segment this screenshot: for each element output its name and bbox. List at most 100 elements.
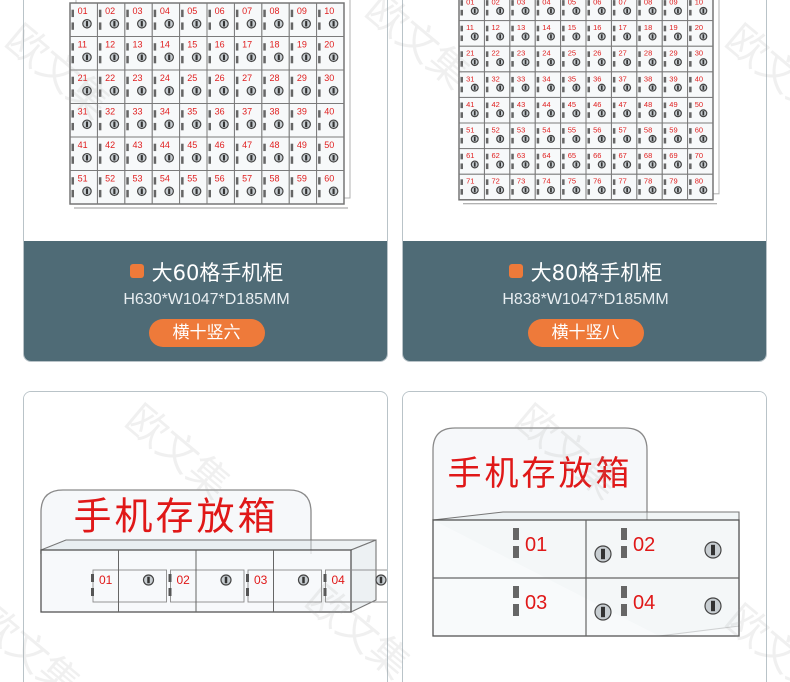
hinge-icon [126,177,129,185]
cell-number: 06 [593,0,601,7]
hinge-icon [208,143,211,152]
cell-number: 01 [466,0,474,7]
cell-number: 29 [297,73,307,83]
hinge-icon [126,156,129,164]
hinge-icon [318,22,321,30]
cell-number: 41 [78,140,88,150]
hinge-icon [536,179,540,185]
cell-number: 10 [324,6,334,16]
cell-number: 48 [269,140,279,150]
hinge-icon [663,9,667,16]
lock-keyhole-icon [473,187,476,193]
cell-number: 32 [492,74,500,83]
cell-number: 78 [644,177,652,186]
hinge-icon [208,110,211,118]
lock-keyhole-icon [550,59,552,65]
hinge-icon [536,61,540,67]
hinge-icon [208,55,211,64]
cell-number: 28 [644,49,652,58]
lock-keyhole-icon [113,21,116,27]
hinge-icon [612,189,616,195]
hinge-icon [460,25,463,32]
compartment-door [325,569,387,603]
hinge-icon [612,102,616,109]
lock-keyhole-icon [550,85,552,90]
hinge-icon [235,55,239,64]
lock-keyhole-icon [651,187,654,193]
hinge-icon [71,55,74,64]
hinge-icon [536,35,540,42]
hinge-icon [621,604,627,616]
lock-keyhole-icon [677,34,679,39]
lock-keyhole-icon [332,121,335,127]
cell-number: 08 [269,6,279,16]
hinge-icon [98,9,102,18]
lock-keyhole-icon [651,59,654,65]
lock-keyhole-icon [250,88,253,94]
compartment-number: 04 [633,592,655,614]
hinge-icon [689,61,692,67]
cell-number: 73 [517,177,525,186]
hinge-icon [98,22,102,30]
hinge-icon [689,128,692,134]
lock-keyhole-icon [600,187,603,193]
hinge-icon [318,189,321,198]
hinge-icon [263,43,266,51]
hinge-icon [587,163,590,170]
hinge-icon [460,153,463,160]
hinge-icon [290,9,294,18]
hinge-icon [235,143,239,152]
lock-keyhole-icon [600,136,603,142]
hinge-icon [612,25,616,32]
hinge-icon [511,86,514,93]
lock-keyhole-icon [499,187,501,193]
hinge-icon [612,137,616,144]
lock-keyhole-icon [524,59,527,65]
lock-keyhole-icon [379,576,383,584]
hinge-icon [511,128,514,134]
product-title: 大80格手机柜 [530,261,663,285]
lock-keyhole-icon [524,34,527,39]
lock-keyhole-icon [600,34,603,39]
hinge-icon [689,137,692,144]
lock-keyhole-icon [222,54,226,60]
cell-number: 56 [593,126,601,135]
hinge-icon [235,76,239,85]
lock-keyhole-icon [711,544,715,556]
hinge-icon [153,156,157,164]
lock-keyhole-icon [677,111,679,116]
lock-keyhole-icon [702,136,705,142]
cell-number: 47 [619,100,627,109]
cell-number: 70 [695,151,703,160]
hinge-icon [323,588,327,596]
cell-number: 39 [669,74,677,83]
cell-number: 46 [593,100,601,109]
lock-keyhole-icon [626,111,628,116]
cell-number: 15 [187,40,197,50]
hinge-icon [126,189,129,198]
hinge-icon [71,110,74,118]
hinge-icon [689,35,692,42]
lock-keyhole-icon [195,21,198,27]
hinge-icon [126,76,129,85]
cell-number: 20 [695,23,703,32]
hinge-icon [612,51,616,57]
hinge-icon [511,137,514,144]
hinge-icon [460,76,463,83]
hinge-icon [587,35,590,42]
hinge-icon [562,112,565,118]
lock-keyhole-icon [524,162,527,167]
lock-keyhole-icon [499,136,501,142]
compartment-number: 01 [525,534,547,556]
lock-keyhole-icon [222,88,226,94]
hinge-icon [663,0,667,6]
hinge-icon [318,43,321,51]
hinge-icon [263,55,266,64]
hinge-icon [318,55,321,64]
lock-keyhole-icon [473,8,476,14]
